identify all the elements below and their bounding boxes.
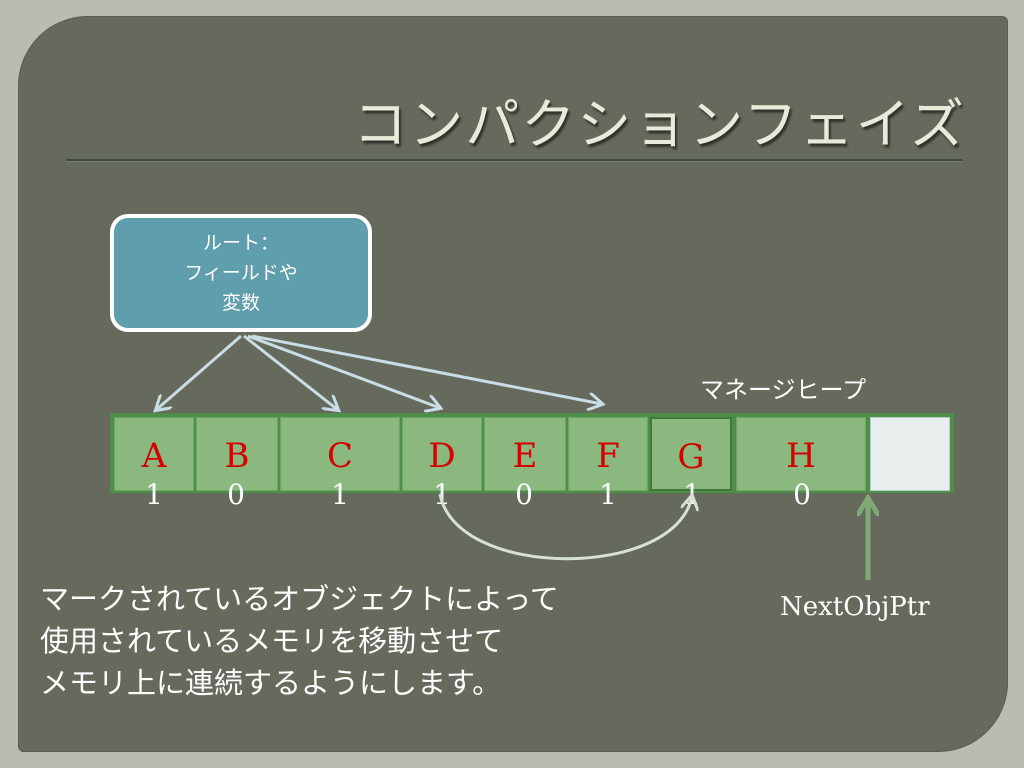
- slide-background: [18, 16, 1008, 752]
- next-obj-ptr-label: NextObjPtr: [780, 592, 930, 622]
- mark-bit-f: 1: [599, 478, 617, 511]
- arrow-root-to-c: [243, 334, 338, 410]
- heap-object-c: C: [280, 417, 400, 491]
- mark-bit-a: 1: [145, 478, 163, 511]
- heap-object-b: B: [196, 417, 278, 491]
- object-letter-c: C: [326, 436, 353, 476]
- heap-object-f: F: [568, 417, 648, 491]
- object-letter-e: E: [512, 436, 538, 476]
- mark-bit-d: 1: [433, 478, 451, 511]
- managed-heap: A B C D E F G H: [110, 413, 954, 493]
- root-box-line-3: 変数: [221, 292, 260, 314]
- description-line-1: マークされているオブジェクトによって: [40, 582, 559, 616]
- mark-bit-h: 0: [793, 478, 811, 511]
- arrow-root-to-a: [156, 334, 242, 410]
- mark-bit-e: 0: [515, 478, 533, 511]
- heap-object-e: E: [484, 417, 566, 491]
- heap-object-d: D: [402, 417, 482, 491]
- object-letter-b: B: [224, 436, 250, 476]
- root-box-line-1: ルート：: [202, 232, 279, 254]
- object-letter-h: H: [786, 436, 816, 476]
- object-letter-d: D: [428, 436, 456, 476]
- root-box: ルート： フィールドや 変数: [110, 214, 372, 332]
- reference-arc-d-to-g: [438, 494, 692, 561]
- arrow-root-to-d: [247, 334, 440, 408]
- description-line-2: 使用されているメモリを移動させて: [40, 624, 504, 658]
- description-text: マークされているオブジェクトによって 使用されているメモリを移動させて メモリ上…: [40, 578, 559, 704]
- description-line-3: メモリ上に連続するようにします。: [40, 666, 502, 700]
- root-reference-arrows: [156, 334, 602, 410]
- mark-bit-c: 1: [331, 478, 349, 511]
- mark-bit-b: 0: [227, 478, 245, 511]
- object-letter-f: F: [596, 436, 620, 476]
- slide-title: コンパクションフェイズ: [353, 93, 966, 156]
- heap-free-space: [870, 417, 950, 491]
- title-underline: [66, 159, 962, 161]
- managed-heap-label: マネージヒープ: [700, 376, 867, 404]
- object-letter-a: A: [141, 436, 167, 476]
- root-box-line-2: フィールドや: [184, 262, 298, 284]
- heap-object-a: A: [114, 417, 194, 491]
- object-letter-g: G: [677, 437, 705, 477]
- arrow-root-to-f: [251, 334, 602, 404]
- heap-object-h: H: [736, 417, 866, 491]
- heap-object-g: G: [650, 417, 732, 491]
